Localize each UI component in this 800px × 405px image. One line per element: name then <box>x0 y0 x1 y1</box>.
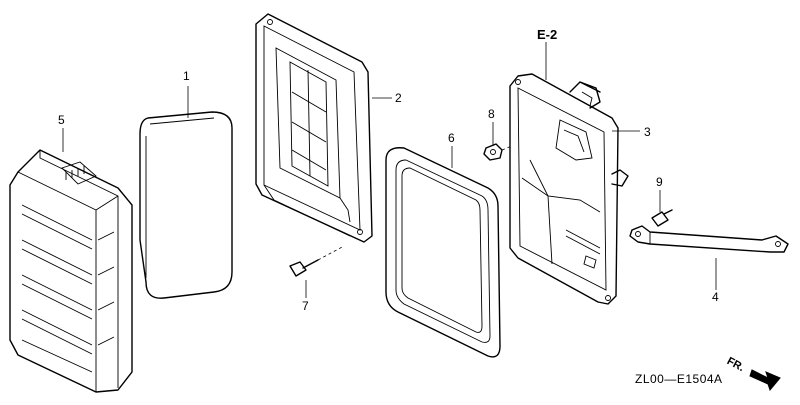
front-direction-arrow-icon <box>749 369 781 392</box>
part-stay-drawing <box>629 225 789 253</box>
section-reference-label: E-2 <box>537 27 558 42</box>
part-bolt-7-drawing <box>289 245 345 277</box>
part-case-drawing <box>255 13 373 243</box>
part-cover-drawing <box>9 149 133 393</box>
drawing-code: ZL00—E1504A <box>635 372 723 386</box>
callout-6: 6 <box>448 131 455 145</box>
leader-lines <box>62 42 717 298</box>
part-element-drawing <box>139 111 233 299</box>
part-base-drawing <box>509 73 629 305</box>
callout-4: 4 <box>712 290 719 304</box>
callout-5: 5 <box>58 113 65 127</box>
callout-3: 3 <box>644 125 651 139</box>
part-bolt-9-drawing <box>651 209 673 227</box>
callout-7: 7 <box>302 299 309 313</box>
callout-8: 8 <box>488 107 495 121</box>
callout-1: 1 <box>183 69 190 83</box>
part-gasket-drawing <box>385 147 501 358</box>
callout-2: 2 <box>395 91 402 105</box>
callout-9: 9 <box>656 175 663 189</box>
